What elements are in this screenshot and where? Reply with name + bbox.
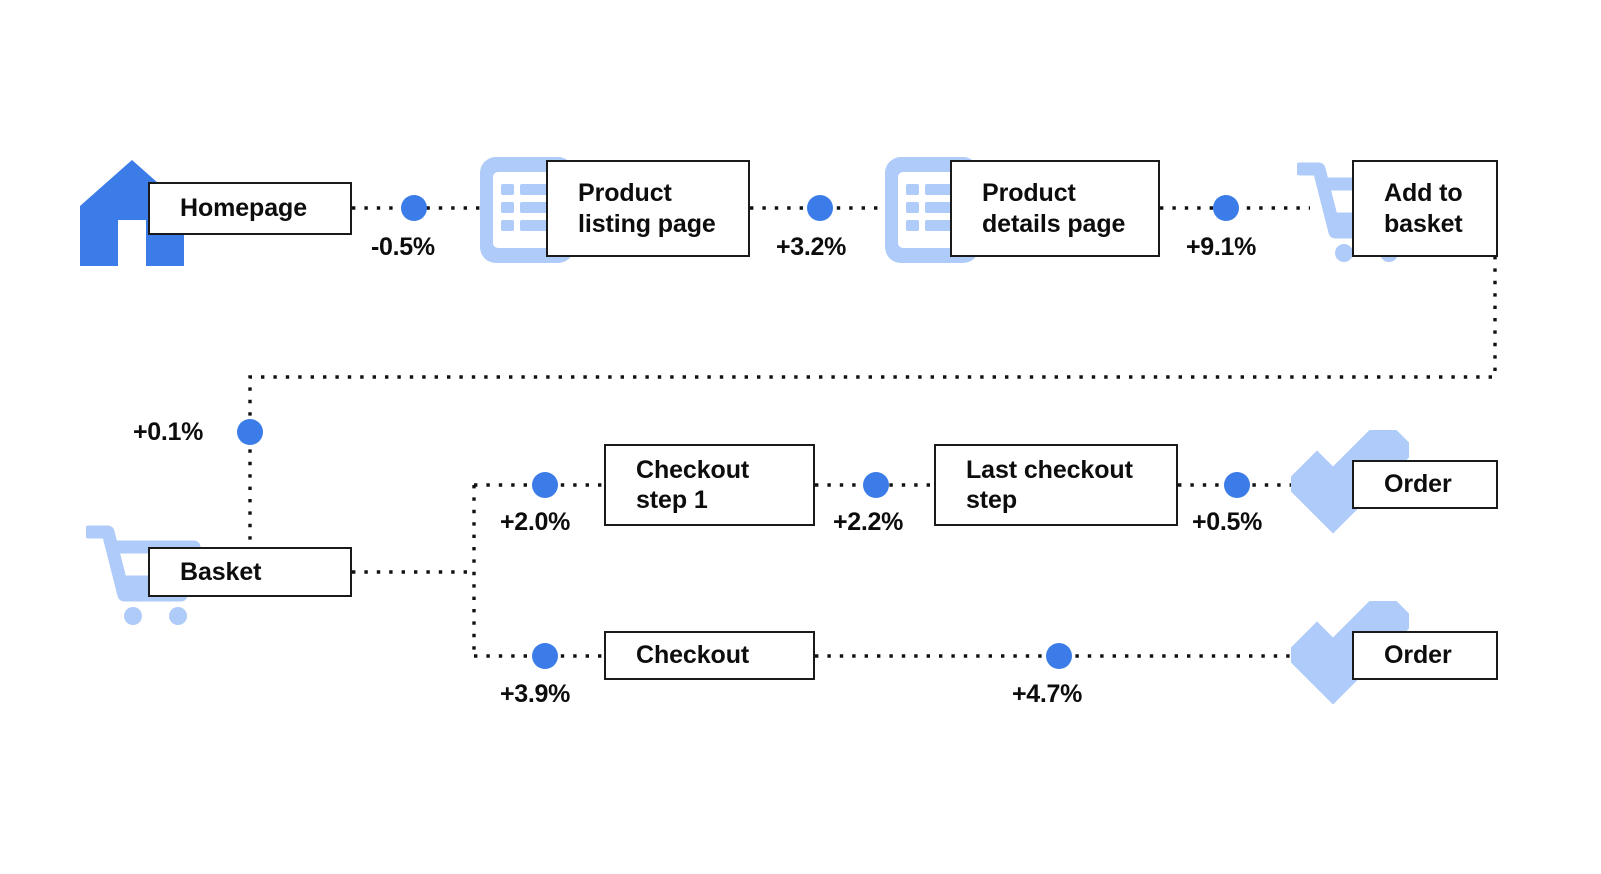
node-label: Checkout xyxy=(636,641,750,670)
node-product-details[interactable]: Product details page xyxy=(950,160,1160,257)
node-label: Last checkout step xyxy=(966,455,1133,515)
transition-delta-t9: +4.7% xyxy=(1012,680,1083,708)
checkmark-icon xyxy=(1291,601,1409,711)
node-basket[interactable]: Basket xyxy=(148,547,352,597)
node-add-to-basket[interactable]: Add to basket xyxy=(1352,160,1498,257)
transition-delta-t6: +2.2% xyxy=(833,508,904,536)
transition-dot-t7[interactable] xyxy=(1224,472,1250,498)
node-order-bottom[interactable]: Order xyxy=(1352,631,1498,680)
node-homepage[interactable]: Homepage xyxy=(148,182,352,235)
transition-dot-t4[interactable] xyxy=(237,419,263,445)
node-label: Order xyxy=(1384,470,1452,499)
transition-dot-t3[interactable] xyxy=(1213,195,1239,221)
wire-addtobasket-to-basket xyxy=(248,256,1497,547)
transition-delta-t8: +3.9% xyxy=(500,680,571,708)
transition-dot-t8[interactable] xyxy=(532,643,558,669)
node-label: Homepage xyxy=(180,194,308,223)
node-label: Add to basket xyxy=(1384,179,1463,238)
node-checkout-step-1[interactable]: Checkout step 1 xyxy=(604,444,815,526)
node-label: Basket xyxy=(180,557,262,586)
checkmark-icon xyxy=(1291,430,1409,540)
node-label: Order xyxy=(1384,641,1452,670)
node-last-checkout-step[interactable]: Last checkout step xyxy=(934,444,1178,526)
transition-dot-t6[interactable] xyxy=(863,472,889,498)
transition-delta-t4: +0.1% xyxy=(133,418,204,446)
transition-delta-t2: +3.2% xyxy=(776,233,847,261)
transition-delta-t7: +0.5% xyxy=(1192,508,1263,536)
transition-delta-t3: +9.1% xyxy=(1186,233,1257,261)
node-product-listing[interactable]: Product listing page xyxy=(546,160,750,257)
node-label: Checkout step 1 xyxy=(636,455,750,515)
node-order-top[interactable]: Order xyxy=(1352,460,1498,509)
transition-dot-t5[interactable] xyxy=(532,472,558,498)
transition-dot-t1[interactable] xyxy=(401,195,427,221)
transition-dot-t9[interactable] xyxy=(1046,643,1072,669)
node-label: Product details page xyxy=(982,179,1126,238)
transition-dot-t2[interactable] xyxy=(807,195,833,221)
node-label: Product listing page xyxy=(578,179,716,238)
transition-delta-t5: +2.0% xyxy=(500,508,571,536)
node-checkout[interactable]: Checkout xyxy=(604,631,815,680)
transition-delta-t1: -0.5% xyxy=(371,233,435,261)
